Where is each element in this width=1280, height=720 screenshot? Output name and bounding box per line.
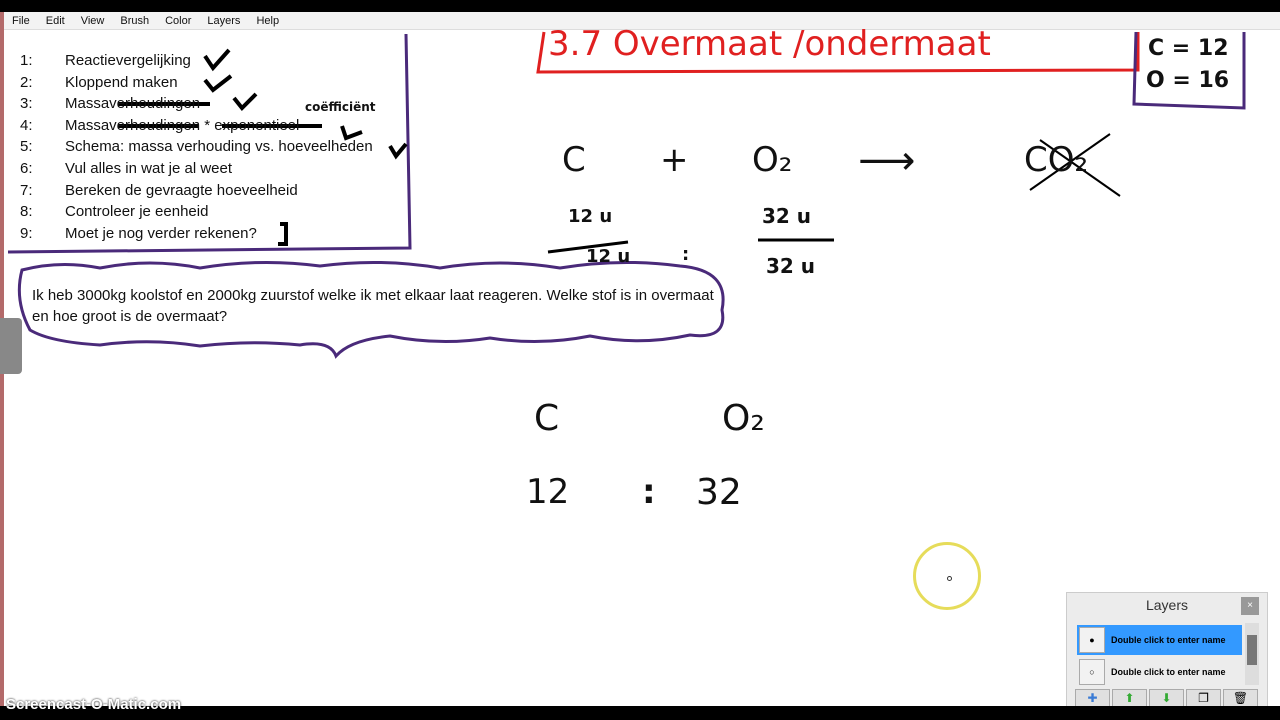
question-cloud <box>17 260 725 359</box>
step-text: Schema: massa verhouding vs. hoeveelhede… <box>65 138 373 156</box>
step-text: Reactievergelijking <box>65 52 191 69</box>
step-number: 8: <box>20 203 33 221</box>
step-text: Kloppend maken <box>65 73 178 91</box>
step-item: 7: Bereken de gevraagte hoeveelheid <box>20 180 373 202</box>
c-molar-top: 12 u <box>568 206 613 227</box>
layer-name: Double click to enter name <box>1111 635 1226 645</box>
menu-file[interactable]: File <box>12 14 30 27</box>
paint-app: File Edit View Brush Color Layers Help <box>0 12 1280 706</box>
step-number: 3: <box>20 95 33 113</box>
ratio-12: 12 <box>526 472 570 512</box>
layers-panel: Layers × ● Double click to enter name ○ … <box>1066 592 1268 708</box>
menu-brush[interactable]: Brush <box>120 14 150 27</box>
eye-icon[interactable]: ● <box>1079 627 1105 653</box>
o2-molar-bottom: 32 u <box>766 254 816 278</box>
step-item: 2: Kloppend maken <box>20 72 373 94</box>
layers-title: Layers <box>1145 597 1189 613</box>
step-item: 1: Reactievergelijking <box>20 50 373 72</box>
ratio-colon: : <box>642 472 656 512</box>
step-number: 4: <box>20 116 33 134</box>
menu-help[interactable]: Help <box>256 14 280 27</box>
close-button[interactable]: × <box>1241 597 1259 615</box>
step-number: 5: <box>20 138 33 156</box>
step-text: Controleer je eenheid <box>65 203 209 221</box>
step-item: 9: Moet je nog verder rekenen? <box>20 223 373 245</box>
ratio-32: 32 <box>696 472 742 513</box>
move-up-icon[interactable]: ⬆ <box>1112 689 1147 707</box>
step-text: Moet je nog verder rekenen? <box>65 224 257 242</box>
eq-arrow: ⟶ <box>858 138 916 184</box>
step-item: 8: Controleer je eenheid <box>20 201 373 223</box>
question-text: Ik heb 3000kg koolstof en 2000kg zuursto… <box>32 287 714 325</box>
step-number: 9: <box>20 224 33 242</box>
c-mass: C = 12 <box>1148 36 1229 61</box>
step-number: 1: <box>20 52 33 69</box>
menu-color[interactable]: Color <box>165 14 192 27</box>
step-item: 3: Massaverhoudingen <box>20 93 373 115</box>
step-number: 6: <box>20 159 33 177</box>
move-down-icon[interactable]: ⬇ <box>1149 689 1184 707</box>
steps-list: 1: Reactievergelijking 2: Kloppend maken 3… <box>20 50 373 244</box>
eq-co2: CO₂ <box>1024 140 1089 180</box>
mouse-cursor-highlight <box>913 542 981 610</box>
layer-row-selected[interactable]: ● Double click to enter name <box>1077 625 1242 655</box>
step-text: Bereken de gevraagte hoeveelheid <box>65 181 298 199</box>
step-number: 2: <box>20 73 33 91</box>
step-item: 6: Vul alles in wat je al weet <box>20 158 373 180</box>
step-text: Vul alles in wat je al weet <box>65 159 233 177</box>
o-mass: O = 16 <box>1146 68 1230 93</box>
annotation-coefficient: coëfficiënt <box>305 100 376 114</box>
o2-molar-top: 32 u <box>762 204 812 228</box>
handwritten-title: 3.7 Overmaat /ondermaat <box>548 24 991 64</box>
add-layer-icon[interactable]: ✚ <box>1075 689 1110 707</box>
check-marks <box>203 48 408 246</box>
eq-c: C <box>562 140 586 180</box>
steps-box-border <box>7 33 412 254</box>
watermark: Screencast-O-Matic.com <box>6 696 182 713</box>
layer-row[interactable]: ○ Double click to enter name <box>1077 657 1242 687</box>
eq-plus: + <box>660 140 689 180</box>
step-text: Massaverhoudingen <box>65 95 201 113</box>
top-black-bar <box>0 0 1280 12</box>
duplicate-layer-icon[interactable]: ❐ <box>1186 689 1221 707</box>
mass-box <box>1132 31 1246 110</box>
menu-layers[interactable]: Layers <box>207 14 241 27</box>
menu-edit[interactable]: Edit <box>45 14 65 27</box>
colon: : <box>682 244 690 265</box>
ratio-c: C <box>534 398 560 439</box>
step-number: 7: <box>20 181 33 199</box>
cross-out-co2 <box>1029 133 1121 197</box>
layer-name: Double click to enter name <box>1111 667 1226 677</box>
delete-layer-icon[interactable]: 🗑 <box>1223 689 1258 707</box>
eye-hidden-icon[interactable]: ○ <box>1079 659 1105 685</box>
menu-view[interactable]: View <box>80 14 105 27</box>
step-item: 4: Massaverhoudingen * exponentieel <box>20 115 373 137</box>
step-text: Massaverhoudingen * exponentieel <box>65 116 300 134</box>
fraction-lines <box>547 238 834 254</box>
c-molar-bottom: 12 u <box>586 246 631 267</box>
bottom-black-bar <box>0 706 1280 720</box>
side-panel-toggle[interactable] <box>0 318 22 374</box>
step-item: 5: Schema: massa verhouding vs. hoeveelhe… <box>20 136 373 158</box>
ratio-o2: O₂ <box>722 398 765 439</box>
title-red-box <box>536 31 1140 74</box>
strikethroughs <box>118 102 322 128</box>
layers-scrollbar[interactable] <box>1245 623 1259 685</box>
menu-bar: File Edit View Brush Color Layers Help <box>4 12 1280 30</box>
eq-o2: O₂ <box>752 140 793 180</box>
